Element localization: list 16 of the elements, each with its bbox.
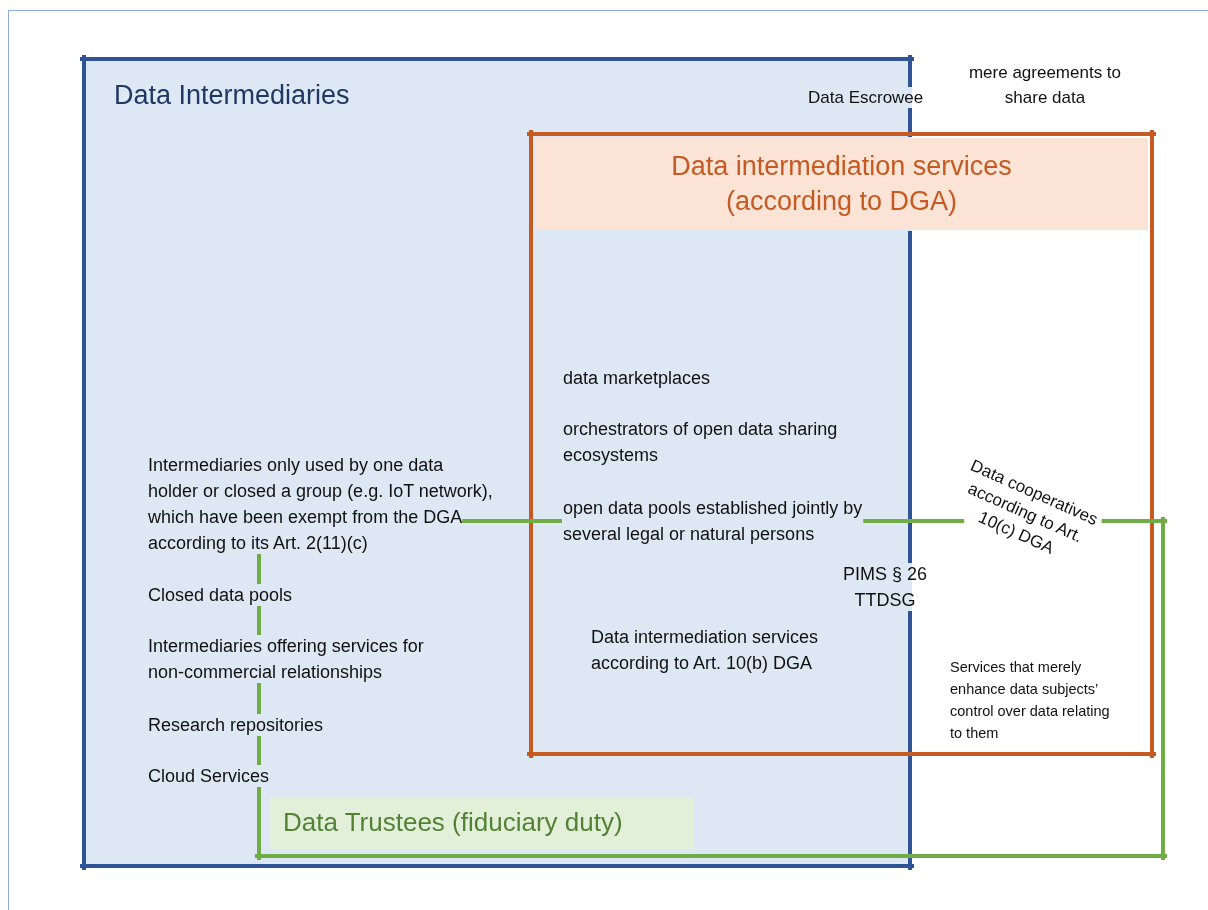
set-heading: Data Intermediaries — [113, 79, 351, 113]
category-text: Intermediaries only used by one data holder or closed a group (e.g. IoT network), which have been exempt from the DGA according to its Art. 2(11)(c) — [148, 454, 493, 555]
category-text: Cloud Services — [148, 765, 271, 788]
category-text: Closed data pools — [148, 584, 294, 607]
category-text: data marketplaces — [563, 367, 712, 390]
category-text: Intermediaries offering services for non-commercial relationships — [148, 635, 425, 684]
category-text: orchestrators of open data sharing ecosystems — [563, 418, 839, 467]
category-text: Data Escrowee — [808, 87, 925, 109]
category-text: open data pools established jointly by several legal or natural persons — [563, 497, 864, 546]
category-text: Data intermediation services according to Art. 10(b) DGA — [591, 626, 820, 675]
category-text: PIMS § 26 TTDSG — [841, 563, 928, 612]
set-heading: Data Trustees (fiduciary duty) — [269, 797, 693, 849]
category-text: Research repositories — [148, 714, 325, 737]
set-heading: Data intermediation services (according to DGA) — [535, 138, 1148, 230]
category-text: mere agreements to share data — [967, 62, 1123, 109]
category-text: Services that merely enhance data subjects’ control over data relating to them — [950, 658, 1110, 743]
